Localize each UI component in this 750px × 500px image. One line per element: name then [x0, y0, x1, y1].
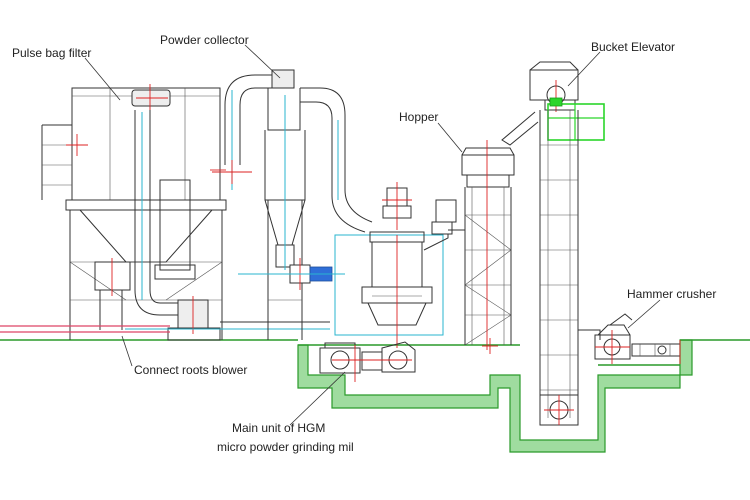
leader-lines [84, 44, 661, 426]
exhaust-fan [238, 258, 345, 290]
powder-collector [212, 69, 373, 340]
hopper [448, 140, 515, 350]
labels: Pulse bag filter Powder collector Bucket… [12, 33, 716, 454]
roots-blower-unit [94, 258, 221, 341]
label-hammer-crusher: Hammer crusher [627, 287, 716, 301]
center-marks [66, 134, 498, 354]
label-connect-roots-blower: Connect roots blower [134, 363, 247, 377]
bucket-elevator [501, 61, 605, 426]
label-hopper: Hopper [399, 110, 438, 124]
pulse-bag-filter [41, 84, 227, 340]
hgm-mill [334, 182, 457, 348]
mill-drive [319, 341, 416, 382]
outlet-pipe [0, 321, 330, 333]
foundation [0, 339, 750, 453]
label-powder-collector: Powder collector [160, 33, 249, 47]
label-main-unit-line2: micro powder grinding mil [217, 440, 354, 454]
label-main-unit-line1: Main unit of HGM [232, 421, 325, 435]
separator-column [134, 110, 196, 316]
label-pulse-bag-filter: Pulse bag filter [12, 46, 91, 60]
hammer-crusher [594, 313, 681, 364]
label-bucket-elevator: Bucket Elevator [591, 40, 675, 54]
